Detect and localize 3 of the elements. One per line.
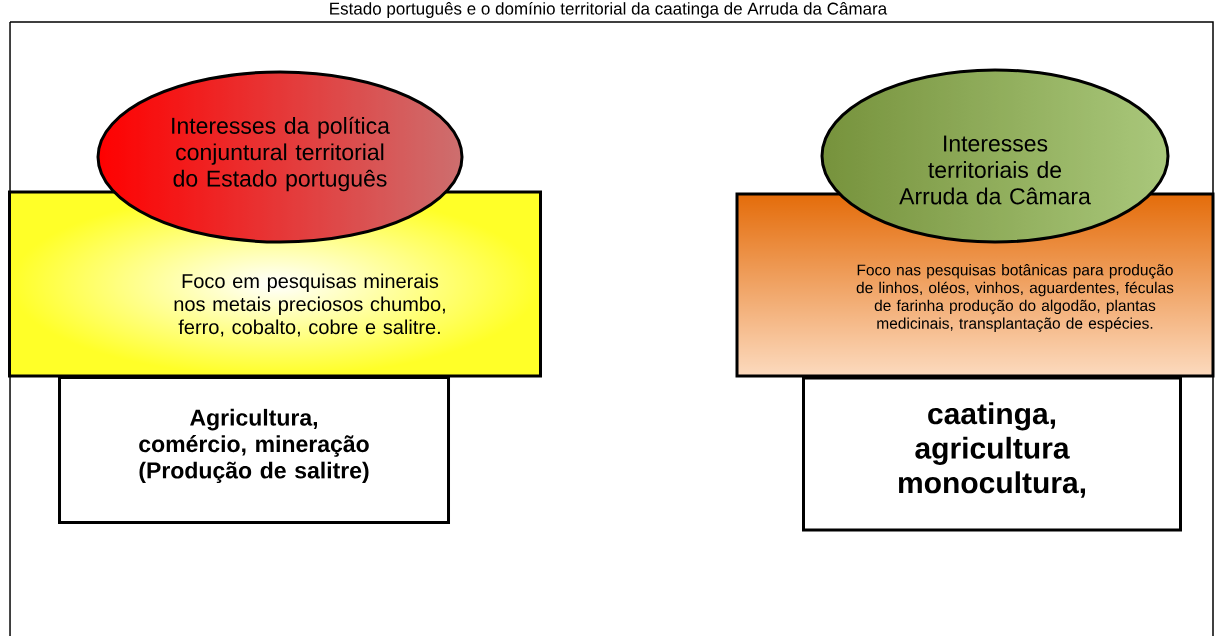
text-box: Agricultura, comércio, mineração (Produção de salitre) [58,376,450,524]
text-box: caatinga, agricultura monocultura, [802,376,1182,532]
title: Estado português e o domínio territorial da caatinga de Arruda da Câmara [330,2,888,18]
